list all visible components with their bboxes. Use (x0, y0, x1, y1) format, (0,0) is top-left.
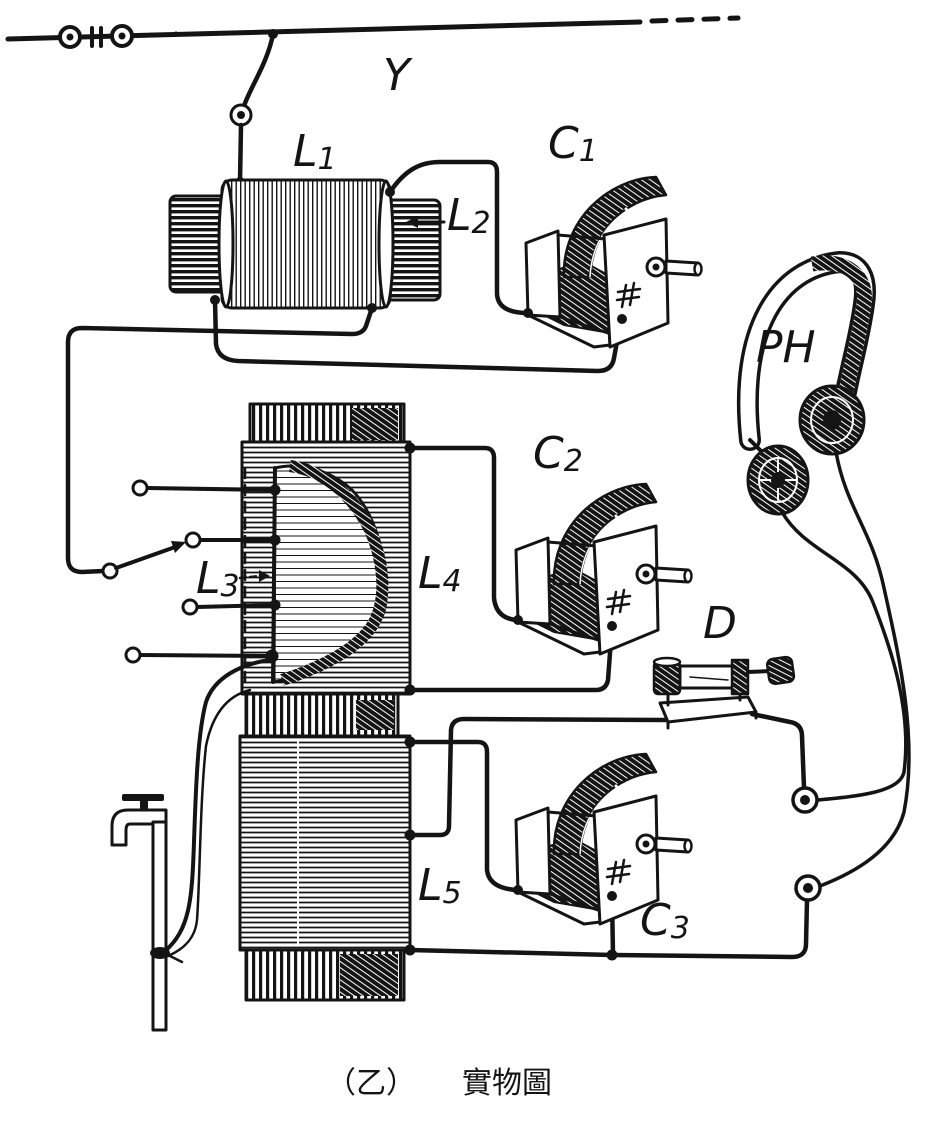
label-l2: L2 (447, 190, 491, 241)
label-y: Y (383, 50, 413, 101)
wire-c2-return (407, 623, 615, 693)
water-pipe (151, 820, 168, 1032)
coil-l3 (271, 460, 389, 686)
wire-detector-to-phones (749, 711, 807, 791)
coupler-l1-l2: L1 L2 (168, 126, 491, 310)
caption-part: （乙） (326, 1066, 416, 1101)
coil-l3-taps (124, 479, 281, 664)
label-ph: PH (756, 322, 816, 373)
label-l5: L5 (418, 860, 462, 911)
coil-l4-cutaway-edge (280, 460, 389, 686)
tap-post (124, 646, 142, 664)
coil-l1 (217, 178, 395, 310)
label-l4: L4 (418, 548, 462, 599)
ground-clamp (150, 947, 170, 959)
label-d: D (703, 598, 737, 649)
antenna: Y (5, 15, 741, 187)
label-l3-arrow (238, 570, 270, 582)
wire-bottom-return (407, 897, 810, 960)
label-l1: L1 (293, 126, 337, 177)
coil-l3-l4: L3 L4 (101, 402, 462, 738)
tap-switch-pivot (101, 562, 119, 580)
headphones-cord (780, 510, 908, 802)
wire-l5-to-detector (407, 716, 671, 838)
phones-binding-post (794, 874, 822, 902)
wire-l5-to-c3 (407, 739, 519, 893)
coil-l2 (168, 194, 442, 302)
tap-post (181, 598, 199, 616)
water-faucet-icon (110, 794, 168, 847)
headphones-cord (818, 450, 911, 888)
wire-l2-to-switch (65, 305, 375, 575)
detector-adjust-knob (765, 655, 796, 686)
antenna-insulator (58, 24, 179, 49)
label-c2: C2 (533, 428, 583, 479)
tap-switch (101, 541, 186, 580)
label-l3: L3 (196, 553, 240, 604)
wires-tuner (65, 159, 624, 575)
coil-l5: L5 (238, 734, 462, 1002)
tap-post (184, 531, 202, 549)
capacitor-c1 (521, 175, 703, 349)
earpiece-right (798, 384, 866, 456)
antenna-down-lead (229, 29, 278, 187)
label-c1: C1 (548, 118, 598, 169)
antenna-wire-continuation (649, 15, 741, 24)
wire-c1-return (212, 297, 624, 374)
ground-lead (162, 658, 272, 954)
wire-l1-to-c1 (387, 159, 528, 316)
tap-switch-arm (114, 544, 180, 570)
detector-cat-whisker (689, 676, 729, 681)
earpiece-left (746, 444, 810, 516)
label-c3: C3 (640, 895, 690, 946)
label-l2-arrow (406, 216, 446, 228)
phones-binding-post (791, 786, 819, 814)
detector-glass-tube (678, 664, 736, 690)
crystal-detector: D (652, 598, 796, 730)
ground-connection (110, 658, 272, 1032)
headphones: PH (736, 251, 911, 888)
tap-post (131, 479, 149, 497)
detector-base (658, 695, 758, 724)
capacitor-c2 (511, 482, 693, 656)
caption-title: 實物圖 (462, 1066, 552, 1101)
tap-switch-arrow-icon (171, 541, 186, 553)
wire-l4-to-c2 (407, 445, 519, 623)
